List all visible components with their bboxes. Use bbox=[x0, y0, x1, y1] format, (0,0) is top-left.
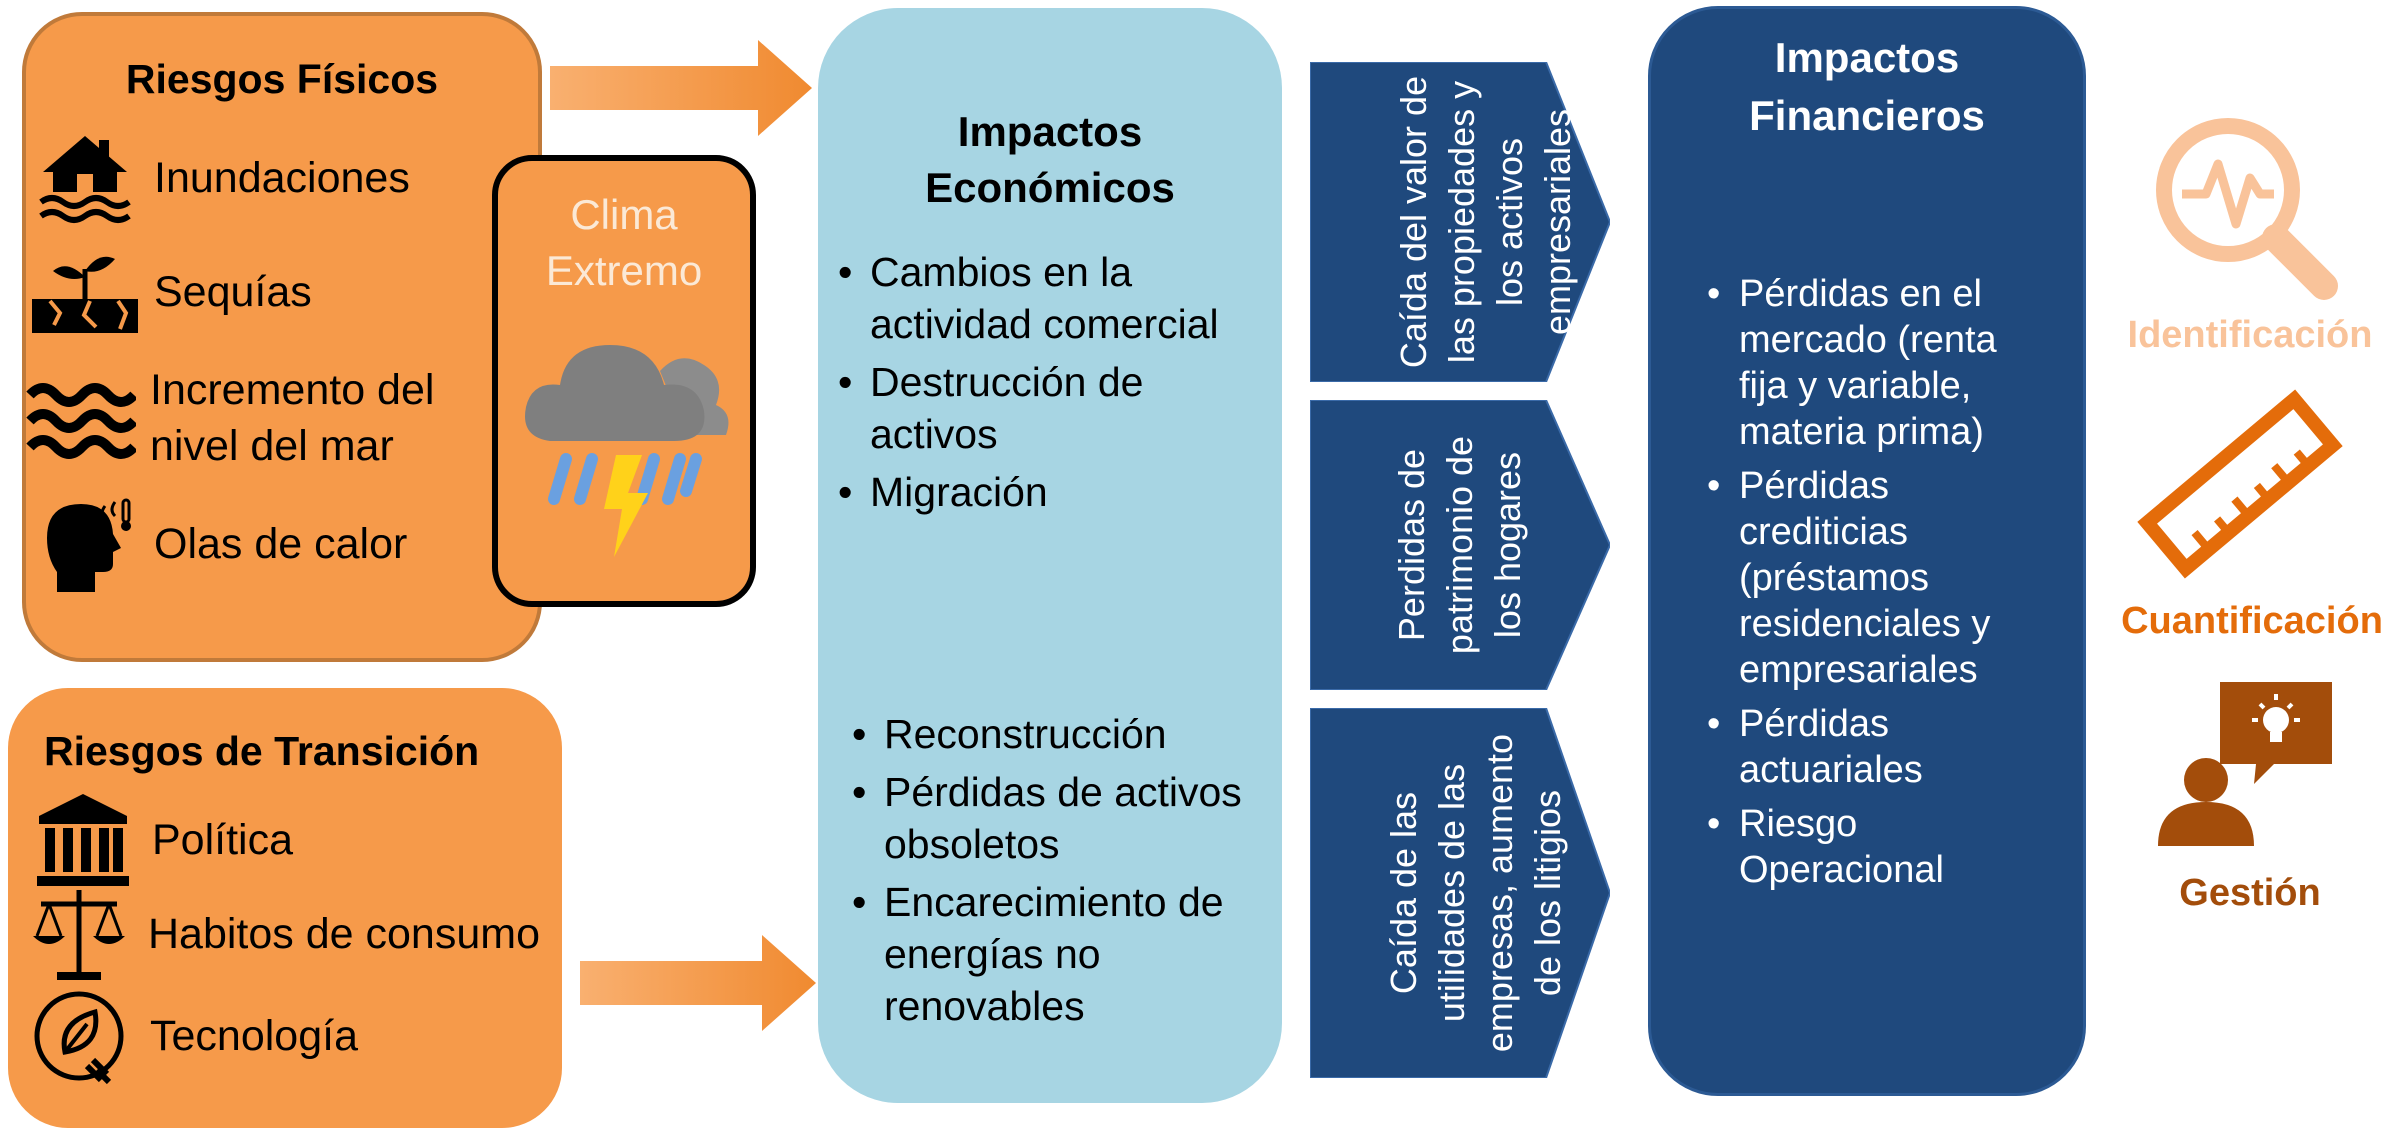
arrow-fisicos-to-economicos bbox=[550, 40, 812, 136]
list-item: Pérdidas en el mercado (renta fija y var… bbox=[1707, 271, 2037, 455]
impactos-financieros-box: Impactos Financieros Pérdidas en el merc… bbox=[1648, 6, 2086, 1096]
list-item: Pérdidas crediticias (préstamos residenc… bbox=[1707, 463, 2037, 693]
list-item: Reconstrucción bbox=[852, 708, 1272, 760]
list-item: Riesgo Operacional bbox=[1707, 801, 2037, 893]
canal-label: Caída de las utilidades de las empresas,… bbox=[1383, 733, 1568, 1053]
stage-cuantificacion: Cuantificación bbox=[2121, 600, 2383, 642]
list-item: Cambios en la actividad comercial bbox=[838, 246, 1268, 350]
list-item: Encarecimiento de energías no renovables bbox=[852, 876, 1272, 1032]
riesgos-fisicos-box: Riesgos Físicos Inundaciones Sequías bbox=[22, 12, 542, 662]
riesgos-transicion-box: Riesgos de Transición Política bbox=[8, 688, 562, 1128]
chevron-canal-1: Caída del valor de las propiedades y los… bbox=[1310, 62, 1610, 382]
list-item: Destrucción de activos bbox=[838, 356, 1268, 460]
economicos-list-1: Cambios en la actividad comercial Destru… bbox=[838, 246, 1268, 524]
risk-label: Sequías bbox=[154, 268, 312, 316]
ruler-icon bbox=[2137, 389, 2343, 579]
magnifier-pulse-icon bbox=[2156, 118, 2338, 300]
risk-label: Olas de calor bbox=[154, 520, 408, 568]
canal-label: Perdidas de patrimonio de los hogares bbox=[1391, 435, 1528, 655]
storm-cloud-icon bbox=[525, 345, 729, 557]
risk-item-politica: Política bbox=[28, 790, 293, 890]
risk-label: Política bbox=[152, 816, 294, 864]
waves-icon bbox=[26, 368, 136, 468]
stage-identificacion: Identificación bbox=[2127, 314, 2373, 356]
risk-item-sequias: Sequías bbox=[30, 242, 312, 342]
list-item: Migración bbox=[838, 466, 1268, 518]
stage-gestion: Gestión bbox=[2179, 872, 2321, 914]
financieros-list: Pérdidas en el mercado (renta fija y var… bbox=[1707, 271, 2037, 901]
arrow-transicion-to-economicos bbox=[580, 935, 816, 1031]
flood-house-icon bbox=[30, 128, 140, 228]
risk-label: Tecnología bbox=[150, 1012, 358, 1060]
risk-label: Incremento del nivel del mar bbox=[150, 366, 435, 470]
risk-item-olas-calor: Olas de calor bbox=[30, 494, 407, 594]
risk-label: Habitos de consumo bbox=[148, 910, 540, 958]
risk-item-habitos: Habitos de consumo bbox=[24, 884, 540, 984]
risk-item-inundaciones: Inundaciones bbox=[30, 128, 410, 228]
chevron-canal-2: Perdidas de patrimonio de los hogares bbox=[1310, 400, 1610, 690]
eco-plug-icon bbox=[26, 986, 136, 1086]
risk-item-tecnologia: Tecnología bbox=[26, 986, 358, 1086]
risk-item-nivel-mar: Incremento del nivel del mar bbox=[26, 362, 434, 474]
heat-head-icon bbox=[30, 494, 140, 594]
canal-label: Caída del valor de las propiedades y los… bbox=[1393, 75, 1578, 369]
impactos-economicos-title: Impactos Económicos bbox=[925, 108, 1175, 211]
clima-extremo-label: Clima Extremo bbox=[545, 191, 703, 294]
riesgos-fisicos-title: Riesgos Físicos bbox=[125, 56, 439, 102]
chevron-canal-3: Caída de las utilidades de las empresas,… bbox=[1310, 708, 1610, 1078]
risk-label: Inundaciones bbox=[154, 154, 410, 202]
government-building-icon bbox=[28, 790, 138, 890]
list-item: Pérdidas actuariales bbox=[1707, 701, 2037, 793]
drought-sprout-icon bbox=[30, 242, 140, 342]
scales-icon bbox=[24, 884, 134, 984]
impactos-economicos-box: Impactos Económicos Cambios en la activi… bbox=[818, 8, 1282, 1103]
person-idea-icon bbox=[2158, 682, 2332, 846]
impactos-financieros-title: Impactos Financieros bbox=[1749, 34, 1985, 139]
list-item: Pérdidas de activos obsoletos bbox=[852, 766, 1272, 870]
economicos-list-2: Reconstrucción Pérdidas de activos obsol… bbox=[852, 708, 1272, 1038]
riesgos-transicion-title: Riesgos de Transición bbox=[44, 728, 480, 774]
clima-extremo-box: Clima Extremo bbox=[492, 155, 756, 607]
